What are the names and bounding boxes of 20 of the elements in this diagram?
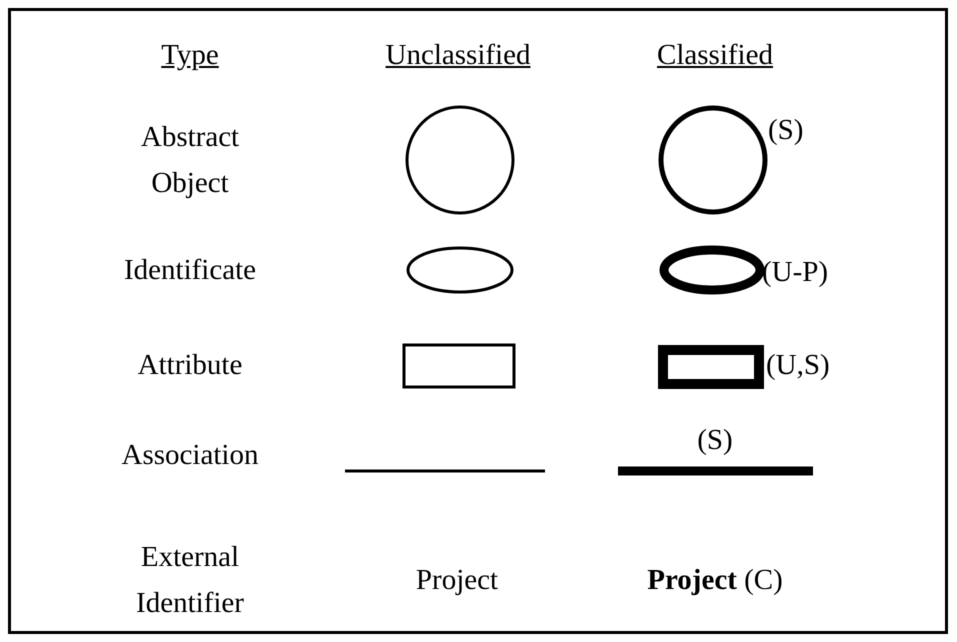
column-header: Unclassified [386, 38, 530, 73]
ellipse-symbol [406, 246, 514, 294]
row-label: External Identifier [135, 540, 245, 621]
row-label: Identificate [124, 253, 256, 288]
classification-note: (S) [768, 113, 804, 148]
example-text: Project (C) [647, 563, 783, 598]
column-header: Classified [657, 38, 773, 73]
classification-note: (S) [697, 423, 733, 458]
column-header: Type [161, 38, 219, 73]
row-label: Association [122, 438, 258, 473]
classification-note: (U-P) [762, 255, 828, 290]
circle-symbol [406, 106, 514, 214]
thick-rectangle-symbol [658, 345, 764, 389]
thick-ellipse-symbol [660, 246, 764, 294]
row-label: Abstract Object [140, 120, 240, 201]
thick-circle-symbol [658, 106, 768, 214]
rectangle-symbol [402, 344, 516, 388]
classification-note: (U,S) [766, 348, 830, 383]
row-label: Attribute [138, 348, 242, 383]
example-text: Project [416, 563, 498, 598]
